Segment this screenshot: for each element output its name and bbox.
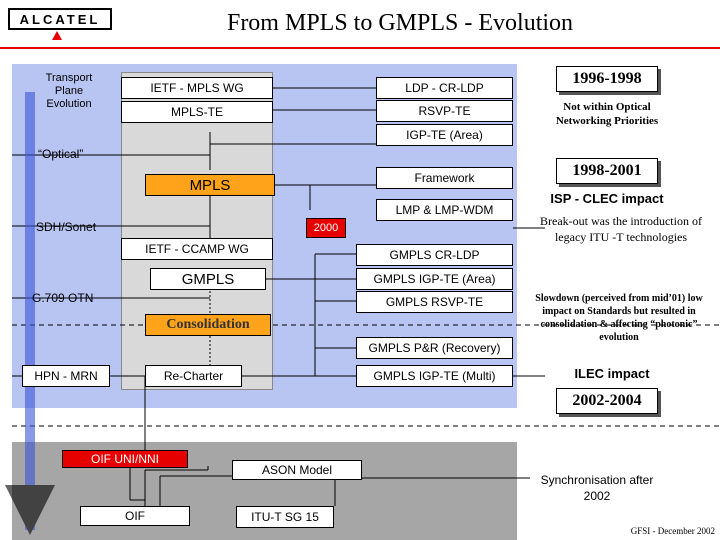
note-slowdown: Slowdown (perceived from mid’01) low imp… [535, 293, 703, 343]
igp-te-area-box: IGP-TE (Area) [376, 124, 513, 146]
consolidation-box: Consolidation [145, 314, 271, 336]
mpls-te-box: MPLS-TE [121, 101, 273, 123]
ietf-column [121, 72, 273, 390]
gmpls-box: GMPLS [150, 268, 266, 290]
transport-plane-label: Transport Plane Evolution [45, 72, 93, 111]
recharter-box: Re-Charter [145, 365, 242, 387]
itu-sg15-box: ITU-T SG 15 [236, 506, 334, 528]
logo-text: ALCATEL [19, 11, 101, 27]
gmpls-igp-multi-box: GMPLS IGP-TE (Multi) [356, 365, 513, 387]
mpls-box: MPLS [145, 174, 275, 196]
mpls-wg-box: IETF - MPLS WG [121, 77, 273, 99]
year-range-2002-2004: 2002-2004 [556, 388, 658, 414]
year-range-1998-2001: 1998-2001 [556, 158, 658, 184]
year-range-1996-1998: 1996-1998 [556, 66, 658, 92]
optical-label: “Optical” [38, 147, 84, 161]
note-breakout: Break-out was the introduction of legacy… [540, 214, 702, 244]
footer-text: GFSI - December 2002 [630, 526, 715, 536]
page-title: From MPLS to GMPLS - Evolution [226, 10, 574, 36]
gmpls-pr-box: GMPLS P&R (Recovery) [356, 337, 513, 359]
title-underline [0, 47, 720, 49]
hpn-mrn-box: HPN - MRN [22, 365, 110, 387]
gmpls-igp-area-box: GMPLS IGP-TE (Area) [356, 268, 513, 290]
rsvp-te-box: RSVP-TE [376, 100, 513, 122]
year-2000-box: 2000 [306, 218, 346, 238]
note-optical-priorities: Not within Optical Networking Priorities [555, 101, 659, 128]
ccamp-wg-box: IETF - CCAMP WG [121, 238, 273, 260]
gmpls-rsvp-te-box: GMPLS RSVP-TE [356, 291, 513, 313]
ason-model-box: ASON Model [232, 460, 362, 480]
lmp-box: LMP & LMP-WDM [376, 199, 513, 221]
sdh-sonet-label: SDH/Sonet [36, 220, 97, 234]
ilec-impact-label: ILEC impact [574, 366, 650, 381]
synchronisation-label: Synchronisation after 2002 [540, 473, 654, 503]
g709-otn-label: G.709 OTN [32, 291, 94, 305]
company-logo: ALCATEL [8, 8, 112, 30]
isp-clec-label: ISP - CLEC impact [550, 191, 664, 206]
ldp-cr-ldp-box: LDP - CR-LDP [376, 77, 513, 99]
gmpls-cr-ldp-box: GMPLS CR-LDP [356, 244, 513, 266]
oif-uni-nni-box: OIF UNI/NNI [62, 450, 188, 468]
framework-box: Framework [376, 167, 513, 189]
oif-box: OIF [80, 506, 190, 526]
logo-triangle-icon [52, 31, 62, 40]
